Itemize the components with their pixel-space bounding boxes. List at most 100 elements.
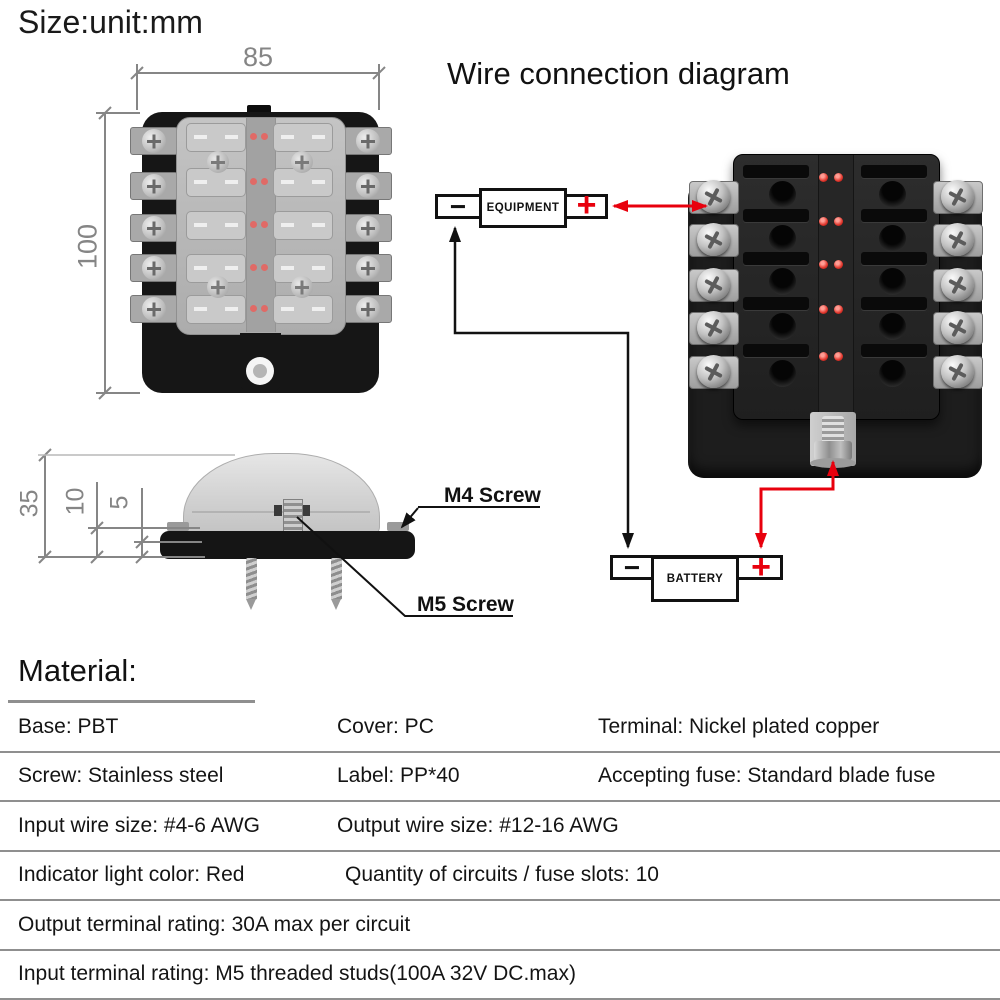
cover-clip xyxy=(274,505,282,516)
fuse-slot xyxy=(861,344,927,357)
fuse-slot xyxy=(273,123,333,152)
m4-screw-pad xyxy=(167,522,189,531)
fuse-slot xyxy=(861,297,927,310)
screw-icon xyxy=(142,216,166,240)
led-indicator xyxy=(819,173,828,182)
fuse-hole xyxy=(769,268,796,295)
mounting-screw xyxy=(246,558,257,600)
led-indicator xyxy=(819,352,828,361)
battery-box: BATTERY xyxy=(651,556,739,602)
led-dot xyxy=(250,178,257,185)
equipment-plus-terminal: + xyxy=(576,185,597,224)
battery-plus-terminal: + xyxy=(751,547,771,586)
terminal-pad xyxy=(344,127,392,155)
m4-screw-pad xyxy=(387,522,409,531)
fuse-slot xyxy=(743,252,809,265)
screw-icon xyxy=(356,174,380,198)
fuse-hole xyxy=(769,360,796,387)
dim-total-height-35: 35 xyxy=(15,489,44,518)
cell-label: Label: PP*40 xyxy=(337,764,460,788)
screw-icon xyxy=(941,223,974,256)
terminal-pad xyxy=(933,311,983,345)
table-row: Input wire size: #4-6 AWG Output wire si… xyxy=(0,802,1000,852)
terminal-pad xyxy=(689,311,739,345)
equipment-minus-terminal: − xyxy=(449,190,467,222)
terminal-pad xyxy=(933,268,983,302)
table-row: Indicator light color: Red Quantity of c… xyxy=(0,852,1000,901)
dim-10-ticks xyxy=(90,521,104,564)
screw-icon xyxy=(941,180,974,213)
led-dot xyxy=(261,264,268,271)
terminal-pad xyxy=(933,355,983,389)
terminal-pad xyxy=(130,127,178,155)
screw-icon xyxy=(941,355,974,388)
dim-5-ticks xyxy=(135,535,149,564)
cell-screw: Screw: Stainless steel xyxy=(18,764,224,788)
fuse-slot xyxy=(273,211,333,240)
materials-heading: Material: xyxy=(18,653,137,688)
led-indicator xyxy=(834,217,843,226)
mounting-hole-center xyxy=(253,364,267,378)
screw-icon xyxy=(142,129,166,153)
side-view-base xyxy=(160,531,415,559)
led-indicator xyxy=(834,305,843,314)
fuse-row xyxy=(176,295,344,324)
cell-circuit-quantity: Quantity of circuits / fuse slots: 10 xyxy=(345,863,659,887)
cell-base: Base: PBT xyxy=(18,714,119,738)
led-dot xyxy=(261,221,268,228)
battery-minus-terminal: − xyxy=(623,551,641,583)
led-dot xyxy=(250,305,257,312)
fuse-row xyxy=(176,254,344,283)
fuse-hole xyxy=(879,225,906,252)
led-dot xyxy=(250,133,257,140)
fuse-slot xyxy=(186,123,246,152)
materials-table: Base: PBT Cover: PC Terminal: Nickel pla… xyxy=(0,703,1000,1000)
led-indicator xyxy=(834,173,843,182)
terminal-pad xyxy=(130,295,178,323)
fuse-slot xyxy=(743,344,809,357)
led-indicator xyxy=(819,260,828,269)
led-dot xyxy=(250,221,257,228)
fuse-slot xyxy=(186,295,246,324)
terminal-pad xyxy=(344,295,392,323)
photo-led-strip xyxy=(818,155,854,417)
terminal-pad xyxy=(689,223,739,257)
led-dot xyxy=(261,178,268,185)
screw-icon xyxy=(697,180,730,213)
screw-icon xyxy=(142,174,166,198)
screw-icon xyxy=(356,216,380,240)
fuse-row xyxy=(733,344,938,388)
cover-screw-icon xyxy=(207,151,229,173)
led-dot xyxy=(261,305,268,312)
fuse-slot xyxy=(273,295,333,324)
terminal-pad xyxy=(130,254,178,282)
cover-screw-icon xyxy=(291,151,313,173)
terminal-pad xyxy=(689,268,739,302)
fuse-slot xyxy=(743,165,809,178)
table-row: Base: PBT Cover: PC Terminal: Nickel pla… xyxy=(0,703,1000,753)
fuse-row xyxy=(733,297,938,341)
terminal-pad xyxy=(344,214,392,242)
size-unit-title: Size:unit:mm xyxy=(18,4,203,40)
m5-input-stud xyxy=(822,416,844,444)
terminal-pad xyxy=(689,355,739,389)
fuse-hole xyxy=(769,313,796,340)
screw-icon xyxy=(142,256,166,280)
materials-heading-underline xyxy=(8,700,255,703)
fuse-hole xyxy=(879,181,906,208)
fuse-slot xyxy=(743,297,809,310)
cell-accepting-fuse: Accepting fuse: Standard blade fuse xyxy=(598,764,936,788)
m5-hex-nut xyxy=(814,441,852,460)
mounting-screw-tip xyxy=(331,599,341,610)
cell-input-terminal-rating: Input terminal rating: M5 threaded studs… xyxy=(18,962,576,986)
dim-height-100: 100 xyxy=(72,223,103,270)
screw-icon xyxy=(697,311,730,344)
led-dot xyxy=(261,133,268,140)
terminal-pad xyxy=(689,180,739,214)
fuse-slot xyxy=(861,252,927,265)
fuse-slot xyxy=(743,209,809,222)
dim-small-5: 5 xyxy=(105,495,134,510)
side-view-m5-stud xyxy=(283,499,303,534)
table-row: Screw: Stainless steel Label: PP*40 Acce… xyxy=(0,753,1000,802)
screw-icon xyxy=(356,256,380,280)
